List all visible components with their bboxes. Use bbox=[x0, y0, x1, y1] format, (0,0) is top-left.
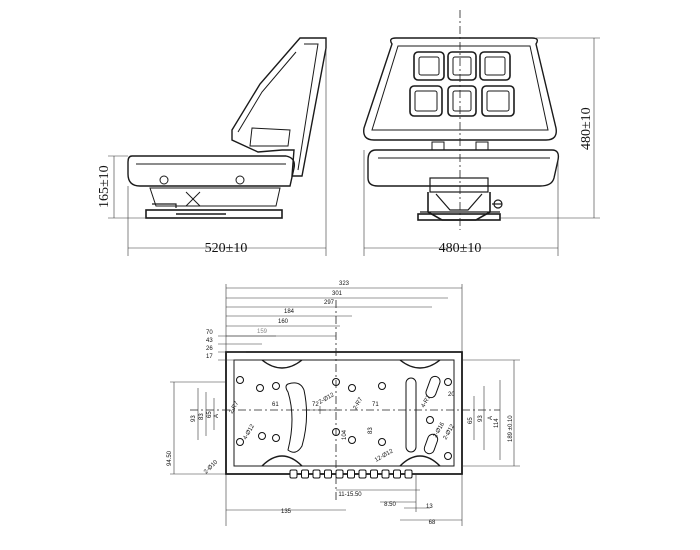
dim-17: 17 bbox=[206, 354, 213, 360]
label-2-d12-mid: 2-Ø12 bbox=[318, 392, 336, 406]
bottom-hole bbox=[335, 469, 344, 479]
label-a-right: A bbox=[488, 416, 494, 420]
bottom-hole bbox=[312, 469, 321, 479]
label-4-d12-left: 4-Ø12 bbox=[243, 423, 257, 441]
bottom-hole bbox=[358, 469, 367, 479]
dim-right-93: 93 bbox=[478, 415, 484, 422]
label-2-d10: 2-Ø10 bbox=[203, 459, 220, 476]
dim-301: 301 bbox=[332, 291, 343, 297]
front-view-seat bbox=[363, 10, 600, 256]
dim-160: 160 bbox=[278, 319, 289, 325]
dim-right-189: 189 ±0.10 bbox=[508, 415, 514, 442]
bottom-hole bbox=[301, 469, 309, 479]
label-72: 72 bbox=[312, 402, 319, 408]
side-width-dimension: 520±10 bbox=[205, 241, 248, 256]
bottom-hole bbox=[404, 469, 413, 479]
label-20: 20 bbox=[448, 392, 455, 398]
dim-184: 184 bbox=[284, 309, 295, 315]
label-a-left: A bbox=[214, 414, 220, 418]
dim-left-65: 65 bbox=[207, 411, 213, 418]
dim-13: 13 bbox=[426, 504, 433, 510]
bottom-hole bbox=[347, 469, 355, 479]
bottom-hole bbox=[289, 469, 298, 479]
plate-side-dimension-lines bbox=[170, 359, 520, 475]
mounting-plate bbox=[190, 300, 500, 500]
bottom-hole bbox=[393, 469, 401, 479]
dim-right-65: 65 bbox=[468, 417, 474, 424]
side-view-seat bbox=[108, 37, 327, 256]
label-104: 104 bbox=[342, 429, 348, 440]
label-83: 83 bbox=[368, 427, 374, 434]
bottom-hole-row bbox=[289, 469, 413, 479]
dim-26: 26 bbox=[206, 346, 213, 352]
dim-323: 323 bbox=[339, 281, 350, 287]
label-2-r7-left: 2-R7 bbox=[229, 400, 241, 415]
bottom-hole bbox=[370, 469, 378, 479]
backrest-grid bbox=[409, 51, 515, 117]
dim-11-1550: 11-15.50 bbox=[338, 492, 362, 498]
dim-left-93: 93 bbox=[191, 415, 197, 422]
dim-70: 70 bbox=[206, 330, 213, 336]
dim-left-83: 83 bbox=[199, 413, 205, 420]
label-71: 71 bbox=[372, 402, 379, 408]
dim-159: 159 bbox=[257, 329, 268, 335]
plate-bottom-dimension-lines bbox=[225, 474, 463, 526]
label-61: 61 bbox=[272, 402, 279, 408]
plate-top-dimension-lines bbox=[218, 284, 463, 361]
dim-left-9450: 94.50 bbox=[167, 450, 173, 466]
label-2-r7-mid: 2-R7 bbox=[353, 396, 365, 411]
dim-135: 135 bbox=[281, 509, 292, 515]
front-width-dimension: 480±10 bbox=[439, 241, 482, 256]
front-height-dimension: 480±10 bbox=[579, 107, 594, 150]
label-12-d12: 12-Ø12 bbox=[374, 448, 395, 464]
bottom-hole bbox=[324, 469, 332, 479]
dim-43: 43 bbox=[206, 338, 213, 344]
side-height-dimension: 165±10 bbox=[97, 165, 112, 208]
bottom-hole bbox=[381, 469, 390, 479]
dim-68: 68 bbox=[429, 520, 436, 526]
dim-297: 297 bbox=[324, 300, 335, 306]
dim-right-114: 114 bbox=[494, 418, 500, 428]
dim-850: 8.50 bbox=[384, 502, 396, 508]
